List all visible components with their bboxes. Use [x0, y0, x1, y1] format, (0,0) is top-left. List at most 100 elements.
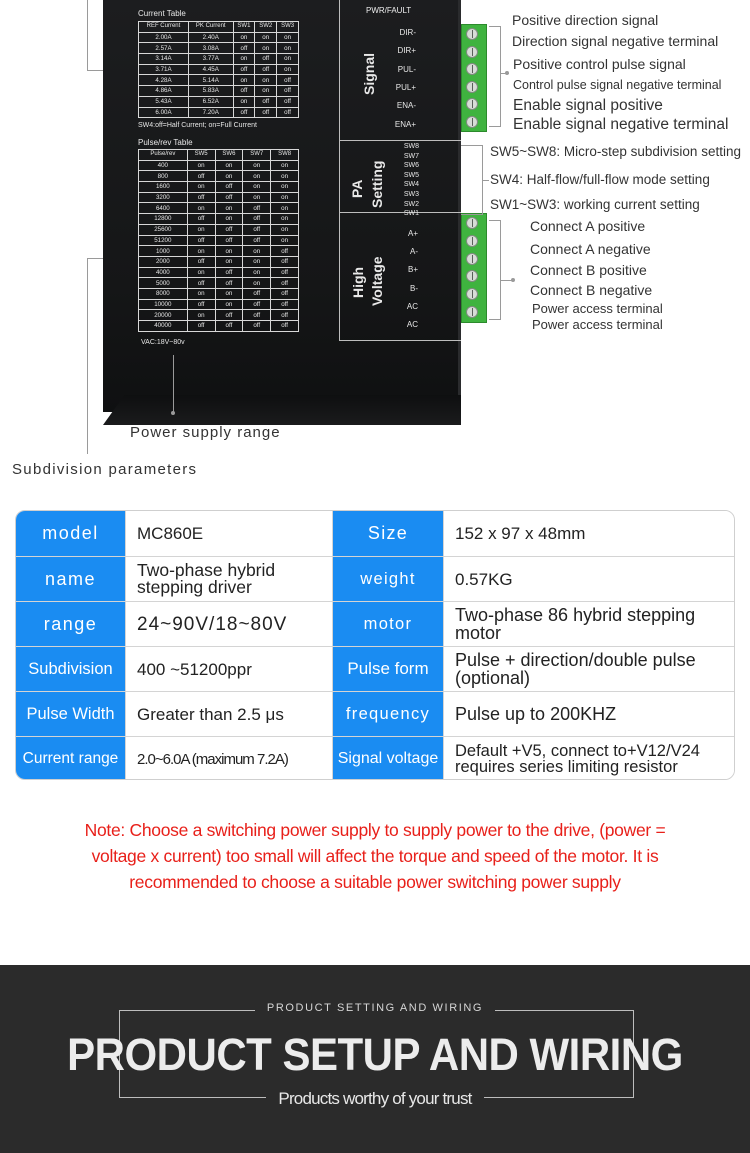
power-annotation: Connect A negative: [530, 241, 651, 257]
table-cell: off: [186, 255, 216, 268]
table-cell: off: [232, 63, 256, 76]
spec-value: Pulse + direction/double pulse (optional…: [443, 647, 734, 691]
signal-pin-label: ENA+: [394, 119, 416, 129]
table-cell: 2000: [138, 255, 188, 268]
power-pin-label: AC: [406, 320, 418, 329]
signal-annotation: Positive direction signal: [512, 12, 659, 28]
table-cell: off: [276, 106, 299, 119]
table-cell: off: [186, 213, 216, 225]
table-cell: off: [276, 95, 299, 108]
current-table-bracket: [87, 0, 103, 71]
table-cell: on: [242, 181, 272, 193]
table-cell: off: [242, 213, 272, 225]
table-cell: 4.86A: [138, 85, 189, 97]
table-cell: off: [214, 223, 244, 236]
terminal-screw: [466, 234, 478, 247]
signal-pin-label: ENA-: [396, 101, 416, 111]
table-cell: off: [214, 234, 244, 247]
table-cell: off: [214, 277, 244, 289]
power-supply-range-label: Power supply range: [130, 424, 281, 441]
table-cell: 400: [138, 159, 188, 172]
spec-value: MC860E: [125, 511, 333, 556]
table-cell: 3.14A: [138, 53, 189, 65]
pulse-table-title: Pulse/rev Table: [138, 138, 193, 147]
spec-label: model: [16, 511, 125, 556]
table-cell: 3.77A: [187, 53, 234, 65]
pwr-fault-label: PWR/FAULT: [366, 6, 412, 15]
power-annotation: Power access terminal: [532, 301, 663, 316]
table-cell: on: [270, 213, 299, 225]
table-cell: 51200: [138, 234, 188, 247]
table-cell: 3200: [138, 191, 188, 204]
signal-bracket: [489, 26, 501, 127]
terminal-screw: [466, 45, 478, 58]
table-header-cell: SW6: [214, 149, 244, 161]
table-cell: off: [254, 95, 278, 108]
table-cell: off: [214, 309, 244, 321]
leader-line: [483, 180, 489, 181]
table-cell: off: [186, 234, 216, 247]
table-cell: on: [276, 63, 299, 76]
table-cell: off: [254, 53, 278, 65]
sw4-note: SW4:off=Half Current; on=Full Current: [138, 122, 257, 129]
table-cell: off: [254, 106, 278, 119]
table-cell: 20000: [138, 309, 188, 321]
table-cell: off: [186, 191, 216, 204]
table-cell: on: [242, 191, 272, 204]
table-cell: on: [186, 266, 216, 279]
sw-label: SW3: [403, 191, 419, 198]
table-cell: off: [270, 245, 299, 257]
sw-label: SW4: [403, 181, 419, 189]
table-cell: off: [214, 181, 244, 193]
table-cell: on: [242, 266, 272, 279]
spec-label: Signal voltage: [333, 737, 443, 779]
table-cell: 4.45A: [187, 63, 234, 76]
table-cell: off: [276, 74, 299, 87]
table-cell: on: [254, 85, 278, 97]
table-cell: off: [270, 298, 299, 311]
table-cell: 5.83A: [187, 85, 234, 97]
table-cell: on: [270, 223, 299, 236]
table-cell: on: [232, 74, 256, 87]
signal-pin-label: DIR+: [397, 46, 416, 56]
spec-label: Pulse Width: [16, 692, 125, 736]
spec-value: Two-phase 86 hybrid stepping motor: [443, 602, 734, 646]
signal-label: Signal: [361, 52, 377, 95]
spec-label: Size: [333, 511, 443, 556]
power-annotation: Power access terminal: [532, 317, 663, 332]
spec-value: Pulse up to 200KHZ: [443, 692, 734, 736]
table-cell: on: [270, 191, 299, 204]
pa-label: PA: [349, 179, 365, 198]
spec-label: name: [16, 557, 125, 601]
table-cell: 4.28A: [138, 74, 189, 87]
leader-dot: [511, 278, 515, 282]
table-cell: off: [270, 266, 299, 279]
vac-note: VAC:18V~80v: [141, 339, 185, 346]
table-cell: 8000: [138, 287, 188, 300]
leader-line: [501, 280, 513, 281]
table-cell: on: [214, 245, 244, 257]
table-cell: 12800: [138, 213, 188, 225]
note-line-2: voltage x current) too small will affect…: [91, 846, 659, 866]
table-cell: off: [270, 287, 299, 300]
current-table-title: Current Table: [138, 9, 186, 18]
table-cell: on: [186, 309, 216, 321]
power-pin-label: B+: [407, 265, 418, 275]
terminal-screw: [466, 98, 478, 110]
signal-annotation: Enable signal negative terminal: [513, 116, 729, 133]
table-cell: on: [232, 53, 256, 65]
sw-label: SW7: [403, 152, 419, 160]
spec-value: 0.57KG: [443, 557, 734, 601]
sw-label: SW6: [403, 162, 419, 170]
